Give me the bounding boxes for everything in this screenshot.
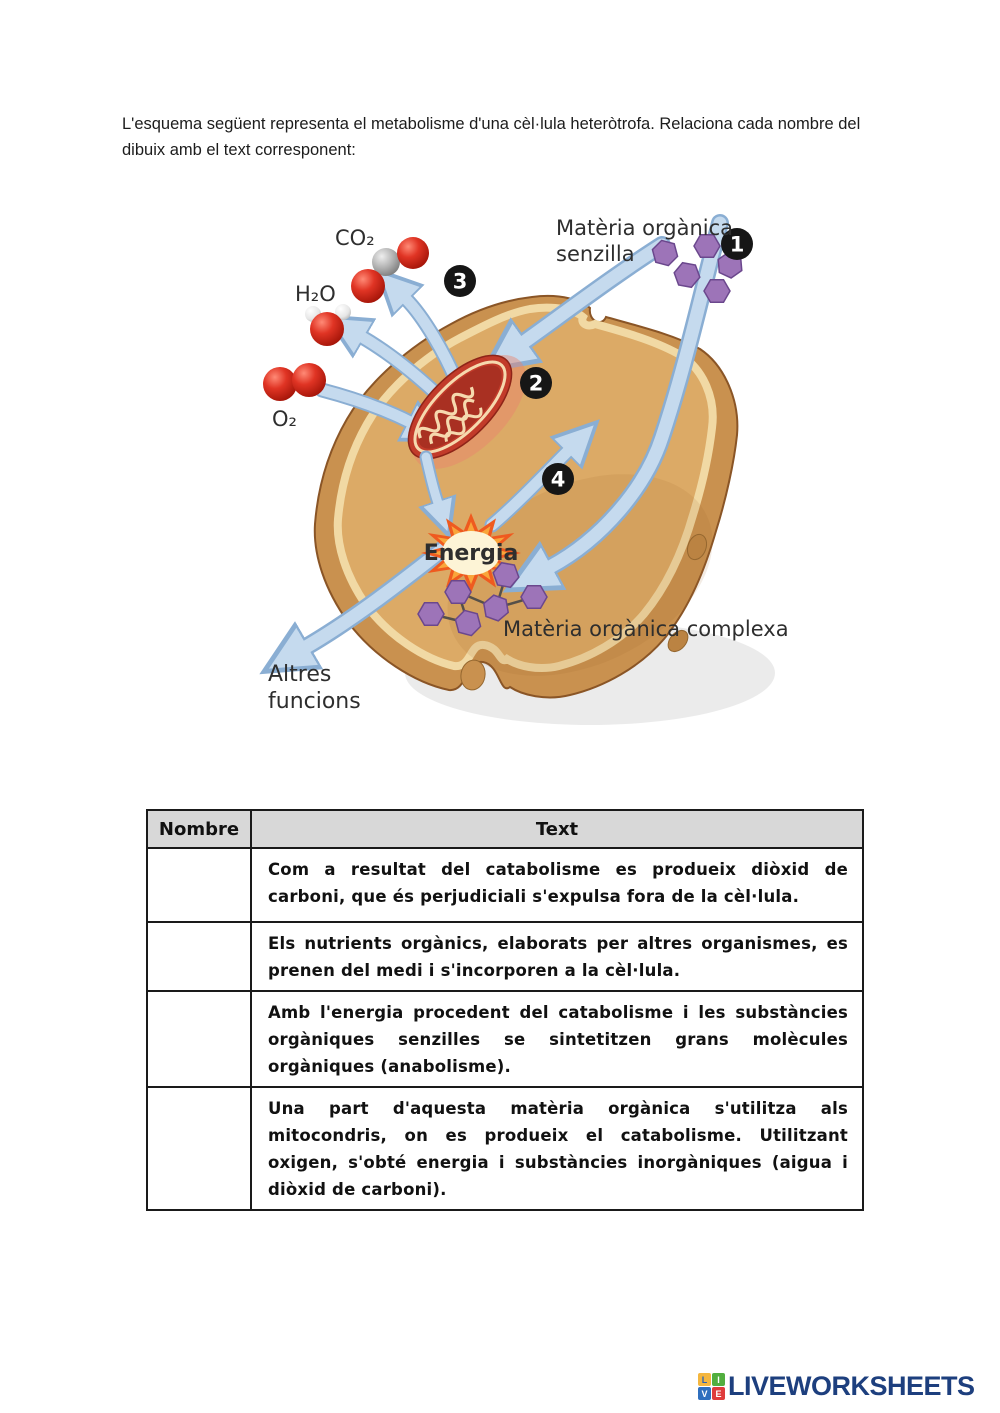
svg-text:4: 4 [551, 468, 566, 492]
answer-cell-1[interactable] [146, 847, 252, 923]
arrow-o2-into-cell [314, 382, 451, 443]
arrow-energia-to-anabolisme [484, 419, 600, 533]
arrow-energia-to-altres-funcions [259, 538, 455, 675]
cell-metabolism-diagram: Energia [259, 214, 789, 725]
answer-cell-2[interactable] [146, 921, 252, 992]
table-header-row: Nombre Text [146, 809, 864, 849]
number-badge-3: 3 [444, 265, 476, 297]
table-row: Una part d'aquesta matèria orgànica s'ut… [146, 1086, 864, 1211]
table-row: Els nutrients orgànics, elaborats per al… [146, 921, 864, 992]
energy-burst [421, 513, 521, 593]
altres-label-line2: funcions [268, 689, 361, 714]
header-text: Text [250, 809, 864, 849]
senzilla-label-line1: Matèria orgànica [556, 216, 733, 240]
number-badge-1: 1 [721, 228, 753, 260]
o2-label: O₂ [272, 407, 297, 431]
wall-wart [667, 629, 689, 653]
answer-cell-4[interactable] [146, 1086, 252, 1211]
number-badge-4: 4 [542, 463, 574, 495]
header-nombre: Nombre [146, 809, 252, 849]
arrow-senzilla-to-complexa [502, 214, 729, 593]
wall-wart [686, 533, 708, 561]
logo-tile-l: L [698, 1373, 711, 1386]
answer-cell-3[interactable] [146, 990, 252, 1088]
logo-tile-v: V [698, 1387, 711, 1400]
text-cell-1: Com a resultat del catabolisme es produe… [250, 847, 864, 923]
arrow-mito-to-energia [418, 450, 457, 540]
matching-table: Nombre Text Com a resultat del catabolis… [146, 809, 864, 1211]
table-row: Amb l'energia procedent del catabolisme … [146, 990, 864, 1088]
liveworksheets-logo[interactable]: L I V E LIVEWORKSHEETS [698, 1371, 975, 1402]
logo-tiles-icon: L I V E [698, 1373, 725, 1400]
table-row: Com a resultat del catabolisme es produe… [146, 847, 864, 923]
h2o-molecule [305, 304, 351, 346]
intro-paragraph: L'esquema següent representa el metaboli… [122, 115, 861, 159]
text-cell-4: Una part d'aquesta matèria orgànica s'ut… [250, 1086, 864, 1211]
wall-wart [460, 659, 486, 691]
senzilla-label-line2: senzilla [556, 242, 635, 266]
brand-wordmark: LIVEWORKSHEETS [728, 1371, 975, 1401]
cytoplasm-shading [447, 474, 713, 676]
co2-molecule [351, 237, 429, 303]
svg-text:1: 1 [730, 233, 745, 257]
altres-label-line1: Altres [268, 662, 331, 687]
mitochondrion [407, 354, 527, 469]
co2-label: CO₂ [335, 226, 375, 250]
logo-tile-i: I [712, 1373, 725, 1386]
h2o-label: H₂O [295, 282, 336, 306]
complexa-hexagons [417, 560, 548, 639]
number-badge-2: 2 [520, 367, 552, 399]
svg-text:2: 2 [529, 372, 544, 396]
o2-molecule [263, 363, 326, 401]
energia-label: Energia [424, 541, 519, 566]
text-cell-3: Amb l'energia procedent del catabolisme … [250, 990, 864, 1088]
text-cell-2: Els nutrients orgànics, elaborats per al… [250, 921, 864, 992]
logo-tile-e: E [712, 1387, 725, 1400]
arrow-to-h2o [323, 314, 448, 405]
arrow-senzilla-into-cell [480, 236, 671, 374]
complexa-label: Matèria orgànica complexa [503, 617, 789, 641]
svg-text:3: 3 [453, 270, 468, 294]
